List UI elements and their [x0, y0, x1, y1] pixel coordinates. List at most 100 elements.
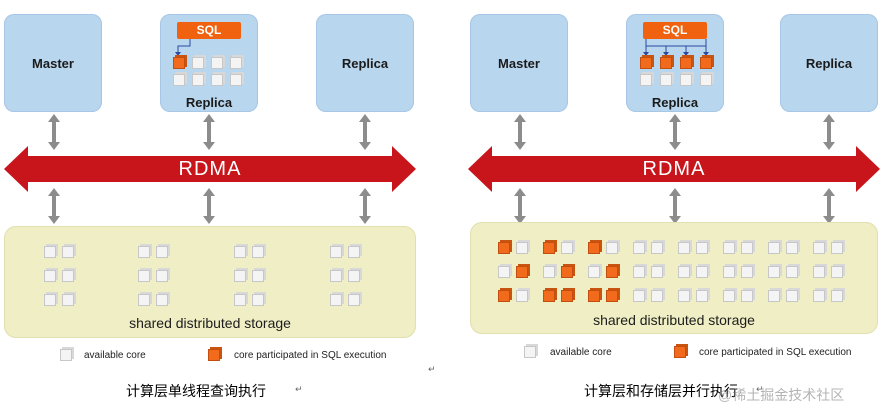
parallel-panel: Master SQL Replica Replica RDMA — [462, 0, 881, 408]
connector-arrow-icon — [48, 114, 60, 150]
connector-arrow-icon — [669, 114, 681, 150]
storage-core-cube — [62, 270, 74, 282]
storage-core-cube — [330, 270, 342, 282]
legend-participated: core participated in SQL execution — [234, 350, 387, 361]
master-node: Master — [4, 14, 102, 112]
rdma-double-arrow-icon — [468, 146, 880, 192]
storage-core-cube — [831, 290, 843, 302]
storage-core-cube — [741, 290, 753, 302]
storage-core-cube — [156, 294, 168, 306]
storage-core-cube — [252, 294, 264, 306]
participated-core-legend-icon — [208, 349, 220, 361]
participated-core-legend-icon — [674, 346, 686, 358]
available-core-legend-icon — [524, 346, 536, 358]
storage-core-cube — [813, 242, 825, 254]
storage-core-cube — [561, 266, 573, 278]
core-cube — [660, 57, 672, 69]
replica2-label: Replica — [805, 56, 853, 71]
caption: 计算层单线程查询执行 — [126, 383, 266, 399]
rdma-label: RDMA — [178, 158, 242, 180]
storage-core-cube — [138, 294, 150, 306]
storage-core-cube — [234, 294, 246, 306]
rdma-label: RDMA — [642, 158, 706, 180]
core-cube — [660, 74, 672, 86]
storage-core-cube — [498, 290, 510, 302]
legend-participated: core participated in SQL execution — [699, 347, 852, 358]
storage-core-cube — [234, 246, 246, 258]
storage-core-cube — [813, 290, 825, 302]
master-node: Master — [470, 14, 568, 112]
core-cube — [230, 57, 242, 69]
storage-core-cube — [561, 242, 573, 254]
storage-core-cube — [633, 266, 645, 278]
storage-core-cube — [786, 290, 798, 302]
connector-arrow-icon — [823, 114, 835, 150]
storage-core-cube — [62, 294, 74, 306]
connector-arrow-icon — [359, 188, 371, 224]
storage-core-cube — [696, 242, 708, 254]
storage-core-cube — [348, 246, 360, 258]
storage-core-cube — [651, 290, 663, 302]
separator-mark: ↵ — [428, 364, 436, 374]
storage-core-cube — [813, 266, 825, 278]
caption: 计算层和存储层并行执行 — [584, 383, 738, 399]
storage-core-cube — [543, 290, 555, 302]
storage-core-cube — [62, 246, 74, 258]
connector-arrow-icon — [514, 114, 526, 150]
storage-core-cube — [606, 242, 618, 254]
storage-core-cube — [156, 246, 168, 258]
replica2-label: Replica — [341, 56, 389, 71]
storage-core-cube — [606, 290, 618, 302]
storage-core-cube — [561, 290, 573, 302]
core-cube — [173, 57, 185, 69]
storage-core-cube — [768, 290, 780, 302]
sql-fanout-arrows — [643, 39, 709, 56]
core-cube — [211, 57, 223, 69]
storage-core-cube — [516, 242, 528, 254]
core-cube — [173, 74, 185, 86]
storage-core-cube — [696, 290, 708, 302]
storage-core-cube — [44, 246, 56, 258]
rdma-bar: RDMA — [4, 146, 416, 192]
caption-return-mark: ↵ — [756, 384, 764, 394]
storage-core-cube — [768, 242, 780, 254]
master-label: Master — [32, 56, 74, 71]
storage-core-cube — [831, 266, 843, 278]
storage-core-cube — [44, 294, 56, 306]
storage-core-cube — [696, 266, 708, 278]
core-cube — [700, 57, 712, 69]
core-cube — [192, 57, 204, 69]
replica-label: Replica — [651, 95, 699, 110]
storage-core-cube — [588, 266, 600, 278]
storage-core-cube — [252, 270, 264, 282]
storage-core-cube — [348, 294, 360, 306]
replica-node: Replica — [316, 14, 414, 112]
replica-node-active: SQL Replica — [626, 14, 724, 112]
storage-core-cube — [678, 290, 690, 302]
storage-core-cube — [786, 266, 798, 278]
core-cube — [680, 74, 692, 86]
core-cube — [192, 74, 204, 86]
connector-arrow-icon — [669, 188, 681, 224]
storage-core-cube — [252, 246, 264, 258]
storage-core-cube — [633, 290, 645, 302]
replica-node-active: SQL Replica — [160, 14, 258, 112]
storage-core-cube — [543, 242, 555, 254]
core-cube — [680, 57, 692, 69]
storage-core-cube — [516, 266, 528, 278]
core-cube — [230, 74, 242, 86]
storage-core-cube — [633, 242, 645, 254]
storage-core-cube — [831, 242, 843, 254]
core-cube — [211, 74, 223, 86]
storage-core-cube — [768, 266, 780, 278]
single-thread-panel: Master SQL Replica Replica RDMA — [0, 0, 430, 408]
core-cube — [640, 57, 652, 69]
storage-core-cube — [330, 246, 342, 258]
storage-core-cube — [723, 242, 735, 254]
storage-core-cube — [348, 270, 360, 282]
sql-tag: SQL — [177, 22, 241, 39]
storage-core-cube — [786, 242, 798, 254]
rdma-bar: RDMA — [468, 146, 880, 192]
storage-core-cube — [44, 270, 56, 282]
connector-arrow-icon — [48, 188, 60, 224]
